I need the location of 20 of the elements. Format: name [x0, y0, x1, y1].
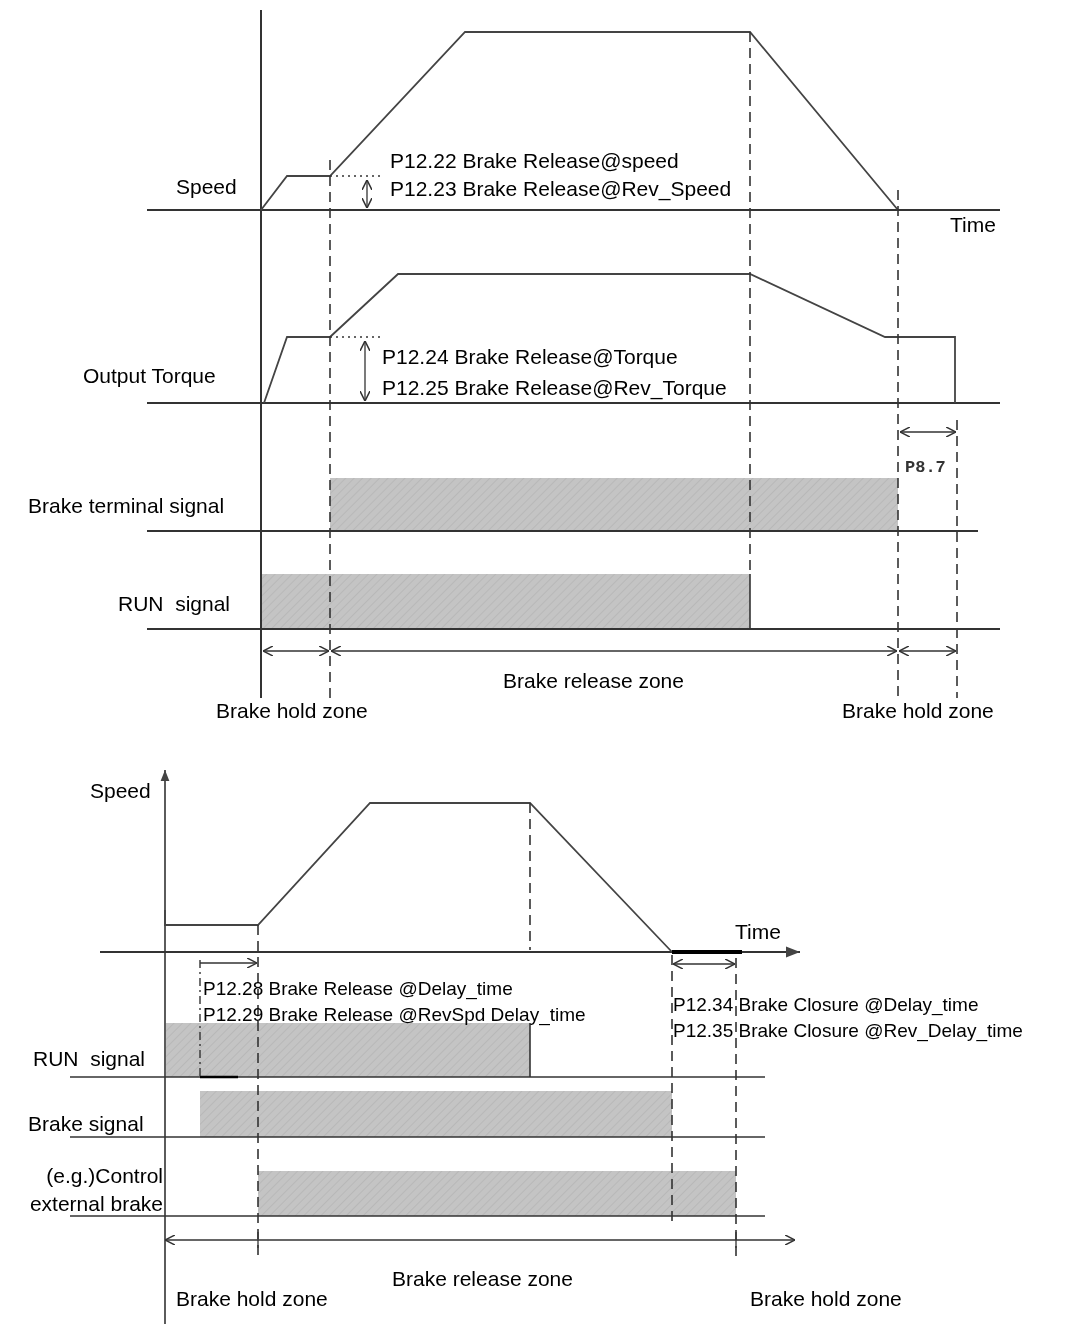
parameter-label: P12.23 Brake Release@Rev_Speed: [390, 176, 732, 201]
axis-label: Time: [950, 212, 996, 237]
parameter-label: P12.29 Brake Release @RevSpd Delay_time: [203, 1003, 586, 1027]
zone-label: Brake hold zone: [842, 698, 994, 723]
signal-label: (e.g.)Control external brake: [28, 1163, 163, 1217]
parameter-label: P12.35 Brake Closure @Rev_Delay_time: [673, 1019, 1023, 1043]
axis-label: Output Torque: [83, 363, 216, 388]
parameter-label: P12.24 Brake Release@Torque: [382, 344, 678, 369]
axis-label: Speed: [90, 778, 151, 803]
parameter-label: P12.28 Brake Release @Delay_time: [203, 977, 513, 1001]
parameter-label: P8.7: [905, 457, 946, 479]
axis-label: Speed: [176, 174, 237, 199]
signal-label: Brake signal: [28, 1111, 144, 1136]
axis-label: Time: [735, 919, 781, 944]
parameter-label: P12.34 Brake Closure @Delay_time: [673, 993, 979, 1017]
parameter-label: P12.25 Brake Release@Rev_Torque: [382, 375, 727, 400]
parameter-label: P12.22 Brake Release@speed: [390, 148, 679, 173]
signal-label: RUN signal: [33, 1046, 146, 1071]
signal-label: Brake terminal signal: [28, 493, 225, 518]
signal-label: RUN signal: [118, 591, 231, 616]
